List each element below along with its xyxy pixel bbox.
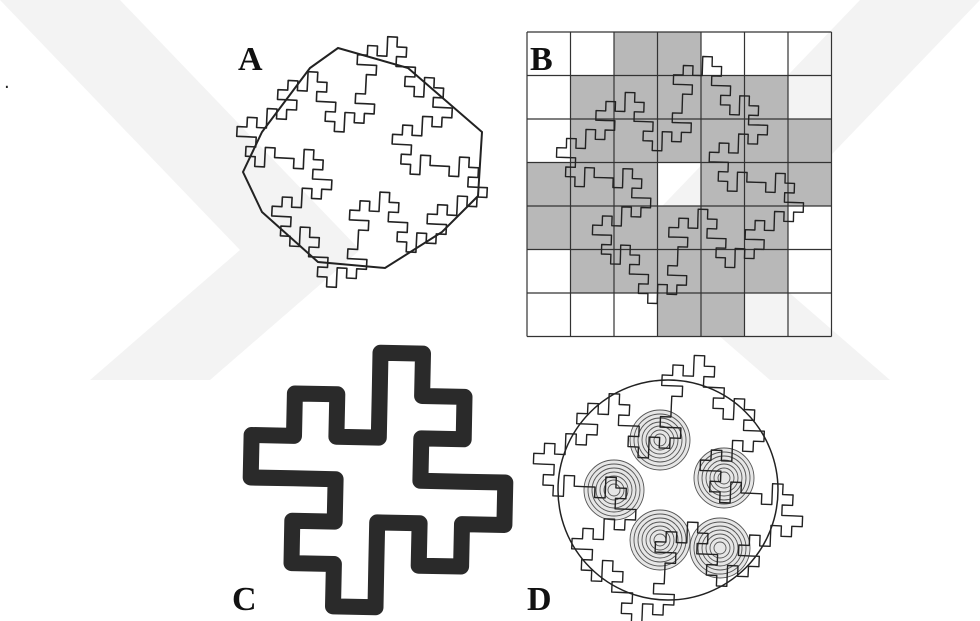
fractal-path-d <box>533 355 802 621</box>
panel-a-label: A <box>238 41 263 78</box>
covering-circle-ring <box>630 510 690 570</box>
grid-cell-shaded <box>614 32 658 76</box>
panel-b-label: B <box>530 41 553 78</box>
grid-cell-shaded <box>658 32 702 76</box>
grid-cell-shaded <box>571 76 615 120</box>
fractal-curve-d <box>533 355 802 621</box>
box-counting-grid <box>527 32 832 337</box>
grid-cell-shaded <box>527 163 571 207</box>
panel-c: C <box>232 353 505 618</box>
panel-d-label: D <box>527 581 552 618</box>
grid-cell-shaded <box>658 119 702 163</box>
dilated-fractal-c <box>251 353 506 608</box>
grid-cell-shaded <box>701 250 745 294</box>
grid-cell-shaded <box>701 76 745 120</box>
grid-cell-shaded <box>614 206 658 250</box>
watermark-logo <box>0 0 980 380</box>
grid-cell-shaded <box>658 250 702 294</box>
grid-cell-shaded <box>571 250 615 294</box>
panel-c-label: C <box>232 581 257 618</box>
grid-cell-shaded <box>571 163 615 207</box>
covering-circle-ring <box>584 460 644 520</box>
grid-cell-shaded <box>701 293 745 337</box>
grid-cell-shaded <box>745 76 789 120</box>
dilated-path-c <box>251 353 506 608</box>
grid-cell-shaded <box>701 163 745 207</box>
covering-circle-ring <box>694 448 754 508</box>
grid-cell-shaded <box>527 206 571 250</box>
grid-cell-shaded <box>745 250 789 294</box>
grid-cell-shaded <box>788 119 832 163</box>
grid-cell-shaded <box>571 119 615 163</box>
covering-circle-ring <box>690 518 750 578</box>
panel-d: D <box>527 355 803 621</box>
panel-b: B <box>527 32 832 337</box>
grid-cell-shaded <box>745 206 789 250</box>
grid-cell-shaded <box>658 293 702 337</box>
